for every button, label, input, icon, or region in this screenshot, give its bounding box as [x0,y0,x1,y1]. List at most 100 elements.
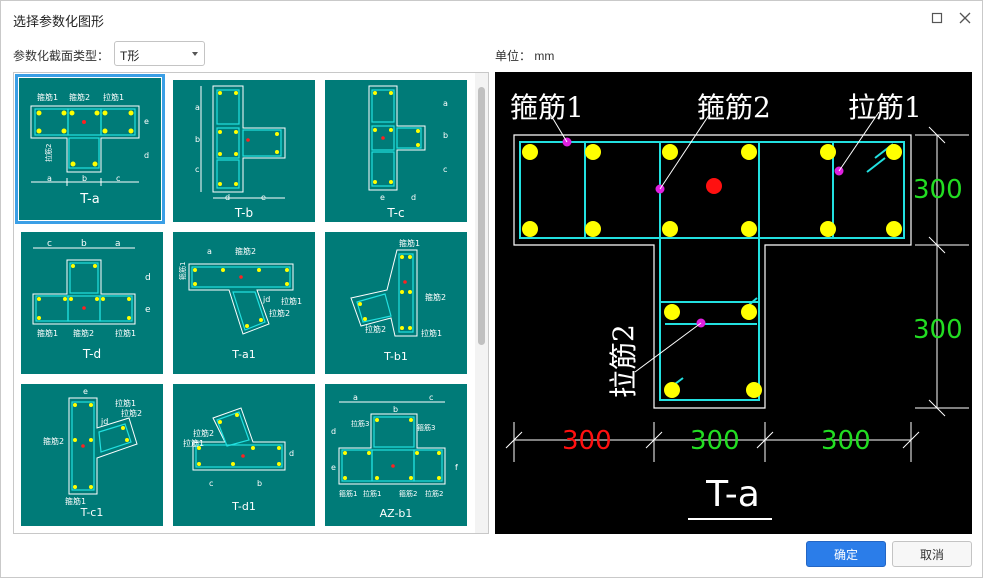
tile-label-gujin2: 箍筋2 [425,292,446,302]
t-b1-thumbnail: 箍筋1 箍筋2 拉筋2 拉筋1 T-b1 [350,238,446,363]
dim-d: d [411,193,416,202]
t-d-thumbnail: c b a d e 箍筋1 箍筋2 拉筋1 T-d [32,239,151,361]
tile-label-gujin1: 箍筋1 [399,238,420,248]
dim-c: c [47,239,52,249]
dim-a: a [115,239,121,249]
preview-label-lajin1: 拉筋1 [848,91,922,124]
dim-d: d [289,449,294,458]
dim-e: e [380,193,385,202]
tile-label-gujin1: 箍筋1 [178,262,187,280]
shape-preview: 箍筋1 箍筋2 拉筋1 拉筋2 300 300 [495,72,972,534]
preview-label-gujin1: 箍筋1 [510,91,584,124]
t-c1-thumbnail: 拉筋1 拉筋2 jd 箍筋2 箍筋1 e T-c1 [43,387,142,519]
dim-c: c [429,393,433,402]
dim-a: a [353,393,358,402]
dim-bottom-a: 300 [562,426,612,456]
dim-b: b [81,239,87,249]
tile-t-a1[interactable]: 箍筋2 箍筋1 a jd 拉筋1 拉筋2 T-a1 [173,232,315,374]
dim-a: a [443,99,448,108]
tile-az-b1[interactable]: a b c d e f 拉筋3 箍筋3 箍筋1 拉筋1 箍筋2 拉筋2 AZ-b… [325,384,467,526]
tile-t-c[interactable]: a b c e d T-c [325,80,467,222]
tile-label-lajin1: 拉筋1 [115,398,136,408]
tile-label-lajin2: 拉筋2 [365,324,386,334]
dim-e: e [261,193,266,202]
dim-b: b [82,174,87,183]
tile-label-gujin1: 箍筋1 [37,92,58,102]
dim-jd: jd [262,295,270,304]
section-type-value: T形 [120,49,140,63]
cancel-button[interactable]: 取消 [892,541,972,567]
dim-e: e [145,305,151,315]
t-a-thumbnail: 箍筋1 箍筋2 拉筋1 拉筋2 a b c e d T-a [30,92,149,207]
tile-label-lajin1: 拉筋1 [281,296,302,306]
dim-d: d [225,193,230,202]
dim-d: d [144,151,149,160]
dim-a: a [47,174,52,183]
tile-label-gujin2: 箍筋2 [235,246,256,256]
tile-t-c1[interactable]: 拉筋1 拉筋2 jd 箍筋2 箍筋1 e T-c1 [21,384,163,526]
tile-label-lajin2: 拉筋2 [121,408,142,418]
tile-label-lajin1: 拉筋1 [183,438,204,448]
chevron-down-icon [192,52,198,56]
tile-caption: T-d1 [231,500,256,513]
dim-e: e [331,463,336,472]
preview-label-gujin2: 箍筋2 [697,91,771,124]
dim-b: b [257,479,262,488]
section-type-select[interactable]: T形 [114,41,205,66]
unit-label: 单位： mm [495,49,555,63]
tile-label-gujin1: 箍筋1 [339,489,357,498]
tile-label-gujin1: 箍筋1 [37,328,58,338]
t-d1-thumbnail: 拉筋2 拉筋1 c b d T-d1 [183,407,294,513]
dim-d: d [145,273,151,283]
preview-drawing: 箍筋1 箍筋2 拉筋1 拉筋2 300 300 [505,91,969,520]
tile-label-lajin2: 拉筋2 [44,144,53,162]
dim-c: c [195,165,199,174]
tile-t-a[interactable]: 箍筋1 箍筋2 拉筋1 拉筋2 a b c e d T-a [15,74,165,224]
tile-label-lajin1: 拉筋1 [115,328,136,338]
t-b-thumbnail: a b c d e T-b [195,85,286,220]
shape-gallery: 箍筋1 箍筋2 拉筋1 拉筋2 a b c e d T-a [13,72,489,534]
section-type-label: 参数化截面类型： [13,49,110,63]
preview-shape-name: T-a [705,474,760,515]
maximize-icon[interactable] [928,9,946,27]
t-a1-thumbnail: 箍筋2 箍筋1 a jd 拉筋1 拉筋2 T-a1 [178,246,302,361]
tile-t-d1[interactable]: 拉筋2 拉筋1 c b d T-d1 [173,384,315,526]
gallery-scrollbar-thumb[interactable] [478,87,485,345]
ok-button[interactable]: 确定 [806,541,886,567]
dim-c: c [443,165,447,174]
title-bar: 选择参数化图形 [1,1,982,37]
dim-right-bottom: 300 [913,315,963,345]
tile-caption: T-c1 [80,506,104,519]
tile-label-lajin1: 拉筋1 [363,489,381,498]
dim-c: c [209,479,213,488]
tile-t-d[interactable]: c b a d e 箍筋1 箍筋2 拉筋1 T-d [21,232,163,374]
tile-label-lajin2: 拉筋2 [193,428,214,438]
tile-caption: T-a [79,192,99,207]
dim-d: d [331,427,336,436]
dim-a: a [207,247,212,256]
preview-label-lajin2: 拉筋2 [607,324,640,398]
t-c-thumbnail: a b c e d T-c [368,85,448,220]
close-icon[interactable] [956,9,974,27]
tile-t-b[interactable]: a b c d e T-b [173,80,315,222]
dim-jd: jd [100,417,108,426]
tile-caption: T-b1 [383,350,408,363]
tile-caption: T-d [82,347,101,361]
dim-b: b [443,131,448,140]
dim-f: f [455,463,458,472]
tile-label-gujin1: 箍筋1 [65,496,86,506]
section-outline [513,134,912,409]
tile-caption: T-b [234,206,253,220]
tile-caption: T-c [386,206,404,220]
tile-label-gujin2: 箍筋2 [73,328,94,338]
dim-bottom-c: 300 [821,426,871,456]
dim-c: c [116,174,120,183]
gallery-scrollbar[interactable] [475,73,488,533]
tile-t-b1[interactable]: 箍筋1 箍筋2 拉筋2 拉筋1 T-b1 [325,232,467,374]
tile-label-gujin3: 箍筋3 [417,423,435,432]
tile-label-lajin1: 拉筋1 [103,92,124,102]
dim-bottom-b: 300 [690,426,740,456]
tile-caption: AZ-b1 [380,507,413,520]
tile-label-lajin3: 拉筋3 [351,419,369,428]
